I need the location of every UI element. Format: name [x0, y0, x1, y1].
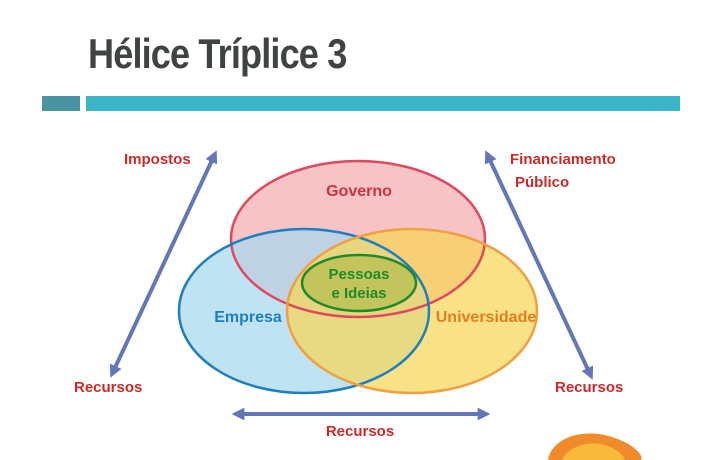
title-accent-bar-light	[86, 96, 680, 111]
financiamento-label: Financiamento	[510, 151, 616, 168]
impostos-label: Impostos	[124, 151, 191, 168]
recursos-left-label: Recursos	[74, 379, 142, 396]
decorative-yellow-shape	[562, 443, 625, 460]
governo-label: Governo	[326, 183, 392, 200]
recursos-right-label: Recursos	[555, 379, 623, 396]
universidade-outline	[285, 227, 539, 395]
universidade-label: Universidade	[436, 309, 537, 326]
slide-title: Hélice Tríplice 3	[88, 30, 347, 77]
empresa-outline	[177, 227, 431, 395]
publico-label: Público	[515, 174, 569, 191]
governo-outline	[229, 159, 487, 319]
title-accent-bar-dark	[42, 96, 80, 111]
empresa-label: Empresa	[214, 309, 282, 326]
pessoas-label: Pessoas	[329, 266, 390, 283]
right-diagonal-arrow	[484, 150, 594, 380]
ideias-label: e Ideias	[331, 285, 386, 302]
recursos-bottom-label: Recursos	[326, 423, 394, 440]
pessoas-ideias-ellipse	[300, 253, 418, 313]
left-diagonal-arrow	[109, 150, 218, 378]
